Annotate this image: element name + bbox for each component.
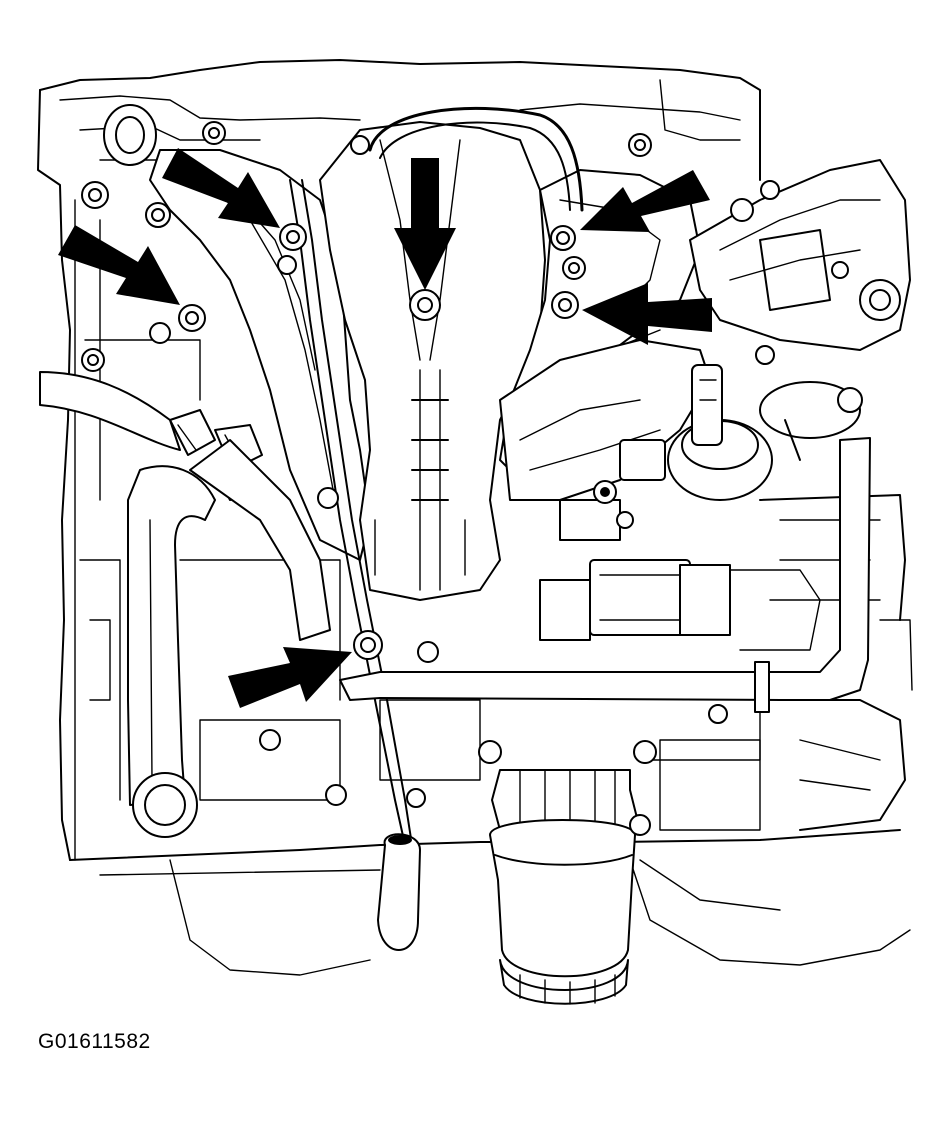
bolt [628,133,652,157]
bolt [562,256,586,280]
oil-filter [489,769,641,1005]
figure-id-label: G01611582 [38,1030,151,1053]
coolant-hoses [39,371,331,838]
bolt [350,135,370,155]
bolt [708,704,728,724]
bolt [409,289,441,321]
bolt [629,814,651,836]
bolt [417,641,439,663]
egr-tube [339,437,871,713]
bolt [730,198,754,222]
bolt [149,322,171,344]
exhaust-manifold [149,121,711,601]
bolt [317,487,339,509]
bolt [178,304,206,332]
left-fastener-arrow [58,225,180,305]
center-fastener-arrow [394,158,456,290]
breather-tube [289,106,584,846]
bolt [279,223,307,251]
bolt [478,740,502,764]
throttle-body-assembly [689,159,911,365]
upper-right-fastener-arrow [580,170,710,232]
actuator-module [539,439,821,651]
upper-left-fastener-arrow [162,148,280,228]
lower-fastener-arrow [228,647,352,708]
bolt [81,181,109,209]
bolt [550,225,576,251]
bolt [406,788,426,808]
bolt [551,291,579,319]
bolt [593,480,617,504]
bolt [633,740,657,764]
bolt [145,202,171,228]
right-fastener-arrow [582,283,712,345]
egr-valve [667,364,863,501]
bolt [259,729,281,751]
bolt [277,255,297,275]
dipstick-tube [377,833,421,951]
callout-arrows [58,148,712,708]
bolt [325,784,347,806]
bolt [202,121,226,145]
fasteners [81,121,754,836]
bolt [616,511,634,529]
bolt [353,630,383,660]
bolt [81,348,105,372]
